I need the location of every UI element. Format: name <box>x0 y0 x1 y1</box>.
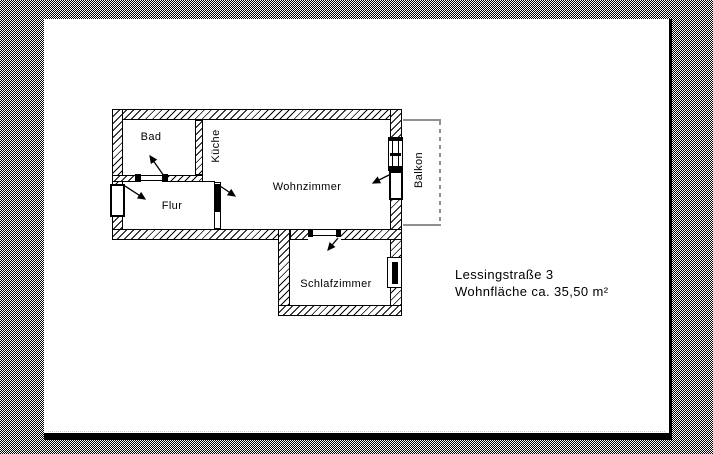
room-label-balkon: Balkon <box>413 151 425 189</box>
balcony-edge-right <box>439 121 441 224</box>
bath-kitchen-wall <box>195 120 203 175</box>
annotation-area: Wohnfläche ca. 35,50 m² <box>455 284 609 299</box>
hall-door-arrow <box>219 185 237 197</box>
entrance-door <box>110 184 125 217</box>
page-bottom-perforation <box>48 431 665 432</box>
bath-door-jamb-left <box>135 174 141 182</box>
hall-living-door-bar <box>215 184 220 212</box>
drawing-page: Bad Küche Flur Wohnzimmer Schlafzimmer B… <box>44 19 672 440</box>
room-label-flur: Flur <box>161 200 183 212</box>
bath-door-arrow <box>149 154 165 177</box>
room-label-kueche: Küche <box>210 129 222 163</box>
living-bedroom-wall <box>290 229 402 240</box>
room-label-bad: Bad <box>140 131 162 143</box>
balcony-edge-top <box>403 119 441 121</box>
outer-wall-top <box>112 109 402 120</box>
bath-door-jamb-right <box>162 174 168 182</box>
annotation-address: Lessingstraße 3 <box>455 267 554 282</box>
room-label-schlafzimmer: Schlafzimmer <box>300 278 372 290</box>
room-label-wohnzimmer: Wohnzimmer <box>272 181 342 193</box>
bedroom-door-threshold <box>313 229 336 236</box>
bath-door-threshold <box>140 175 163 181</box>
kitchen-threshold-line <box>203 181 215 182</box>
annotation-block: Lessingstraße 3 Wohnfläche ca. 35,50 m² <box>455 266 608 300</box>
bedroom-window <box>387 257 402 288</box>
entrance-door-arrow <box>124 185 147 200</box>
bedroom-door-jamb-right <box>336 229 341 237</box>
door-swing-arrows <box>124 154 390 251</box>
balcony-door-arrow <box>371 174 390 184</box>
window-sash <box>392 262 398 284</box>
bedroom-wall-bottom <box>278 305 402 316</box>
bedroom-wall-left <box>278 229 290 316</box>
outer-wall-bottom-upper <box>112 229 290 240</box>
window-frame-top <box>389 138 402 141</box>
balcony-door <box>389 171 403 200</box>
window-center-tick <box>390 153 401 156</box>
living-room-window <box>388 137 403 171</box>
window-frame-bottom <box>389 166 402 170</box>
balcony-edge-bottom <box>403 224 441 226</box>
bedroom-door-jamb-left <box>308 229 313 237</box>
